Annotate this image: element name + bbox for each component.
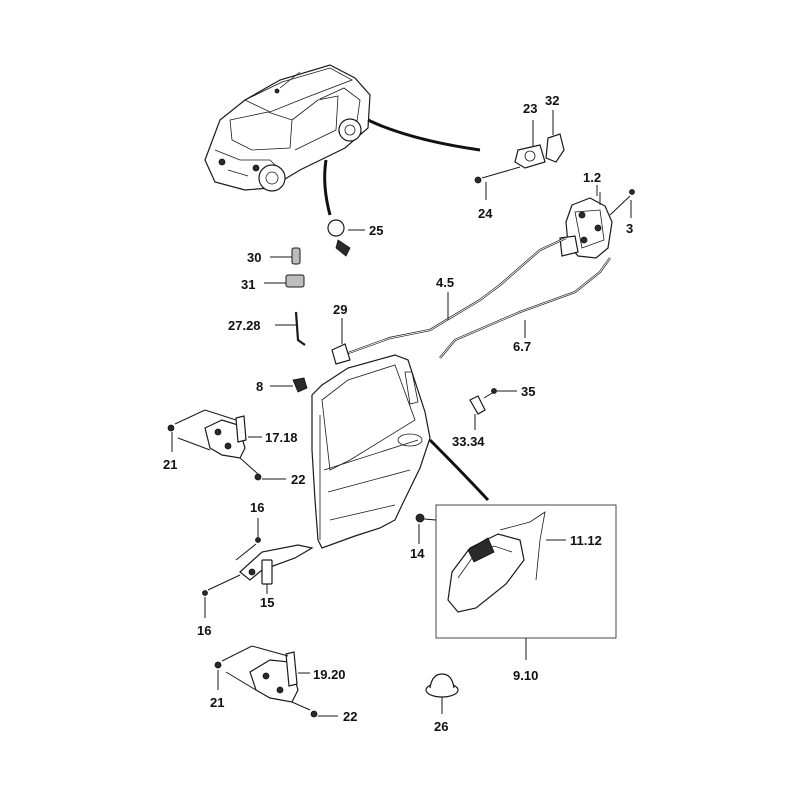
label-6-7: 6.7 [513, 339, 531, 354]
screw-3 [609, 189, 635, 216]
rod-6-7 [439, 257, 611, 359]
bolt-16b [202, 590, 208, 596]
lever-29 [331, 343, 351, 365]
label-19-20: 19.20 [313, 667, 346, 682]
bolt-21a [167, 424, 175, 432]
label-22-lower: 22 [343, 709, 357, 724]
label-8: 8 [256, 379, 263, 394]
door-panel [311, 354, 431, 549]
label-3: 3 [626, 221, 633, 236]
bolt-21b [214, 661, 222, 669]
label-16-upper: 16 [250, 500, 264, 515]
label-32: 32 [545, 93, 559, 108]
clip-31 [285, 274, 305, 288]
label-1-2: 1.2 [583, 170, 601, 185]
clip-30 [291, 247, 301, 265]
bolt-22a [254, 473, 262, 481]
plug-cap-26 [425, 673, 459, 698]
label-17-18: 17.18 [265, 430, 298, 445]
upper-hinge-17-18 [204, 415, 247, 459]
label-14: 14 [410, 546, 425, 561]
label-21-upper: 21 [163, 457, 177, 472]
label-25: 25 [369, 223, 383, 238]
bolt-24 [474, 166, 521, 184]
label-35: 35 [521, 384, 535, 399]
door-checker-15 [239, 544, 314, 585]
label-33-34: 33.34 [452, 434, 485, 449]
label-16-lower: 16 [197, 623, 211, 638]
label-27-28: 27.28 [228, 318, 261, 333]
cable-to-latch [367, 118, 481, 152]
striker-bracket-23 [514, 144, 546, 169]
label-9-10: 9.10 [513, 668, 538, 683]
rod-27-28 [294, 311, 306, 346]
label-15: 15 [260, 595, 274, 610]
bolt-16a [255, 537, 261, 543]
bolt-22b [310, 710, 318, 718]
cable-to-handle [428, 438, 490, 502]
rod-4-5 [339, 237, 567, 358]
label-4-5: 4.5 [436, 275, 454, 290]
label-22-upper: 22 [291, 472, 305, 487]
grommet-25 [327, 219, 365, 257]
label-24: 24 [478, 206, 493, 221]
label-23: 23 [523, 101, 537, 116]
clip-8 [270, 377, 308, 393]
label-11-12: 11.12 [570, 533, 602, 548]
lower-hinge-19-20 [249, 651, 299, 703]
label-26: 26 [434, 719, 448, 734]
label-31: 31 [241, 277, 255, 292]
cable-to-grommet [323, 159, 332, 216]
label-30: 30 [247, 250, 261, 265]
bracket-33-34 [469, 395, 486, 415]
outside-handle-9-10 [447, 511, 546, 613]
bolt-14 [415, 513, 437, 523]
door-latch-assembly [559, 197, 613, 259]
label-21-lower: 21 [210, 695, 224, 710]
cover-32 [545, 133, 565, 163]
car-illustration [204, 64, 371, 192]
label-29: 29 [333, 302, 347, 317]
